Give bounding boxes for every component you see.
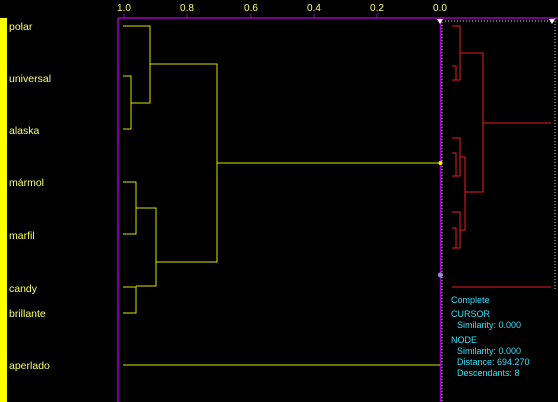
cursor-similarity: Similarity: 0.000: [457, 320, 522, 330]
root-node: [438, 161, 443, 165]
node-header: NODE: [451, 335, 478, 345]
overview-tree: [452, 25, 551, 288]
branch-polar-group: [123, 25, 151, 104]
node-similarity: Similarity: 0.000: [457, 346, 522, 356]
scale-tick-label: 0.6: [244, 3, 258, 14]
overview-branch: [452, 65, 457, 81]
leaf-label[interactable]: alaska: [9, 125, 40, 137]
cursor-node: [438, 272, 443, 278]
overview-branch: [460, 52, 484, 193]
scale-tick-label: 0.4: [307, 3, 321, 14]
overview-branch: [452, 227, 457, 249]
leaf-label[interactable]: polar: [9, 21, 33, 33]
clustering-method: Complete: [451, 295, 490, 305]
dendrogram-tree: [123, 25, 440, 366]
scale-tick-label: 0.2: [370, 3, 384, 14]
right-marker: [549, 19, 555, 24]
node-descendants: Descendants: 8: [457, 368, 520, 378]
selection-bar[interactable]: [0, 18, 7, 402]
scale-tick-label: 0.0: [433, 3, 447, 14]
branch-candy-group: [136, 207, 157, 287]
zero-marker: [437, 19, 443, 24]
scale-tick-label: 1.0: [117, 3, 131, 14]
branch-left-cluster: [150, 63, 218, 263]
leaf-label[interactable]: aperlado: [9, 360, 50, 372]
cursor-header: CURSOR: [451, 309, 491, 319]
branch-universal-alaska: [123, 75, 132, 130]
leaf-label[interactable]: universal: [9, 73, 52, 85]
leaf-label[interactable]: marfil: [9, 230, 35, 242]
branch-marmol-marfil: [123, 181, 137, 235]
branch-candy-brillante: [123, 286, 137, 314]
overview-branch: [452, 152, 457, 177]
leaf-label[interactable]: candy: [9, 283, 38, 295]
overview-branch: [460, 156, 466, 231]
leaf-label[interactable]: brillante: [9, 308, 46, 320]
leaf-label[interactable]: mármol: [9, 177, 45, 189]
node-distance: Distance: 694.270: [457, 357, 530, 367]
scale-tick-label: 0.8: [180, 3, 194, 14]
